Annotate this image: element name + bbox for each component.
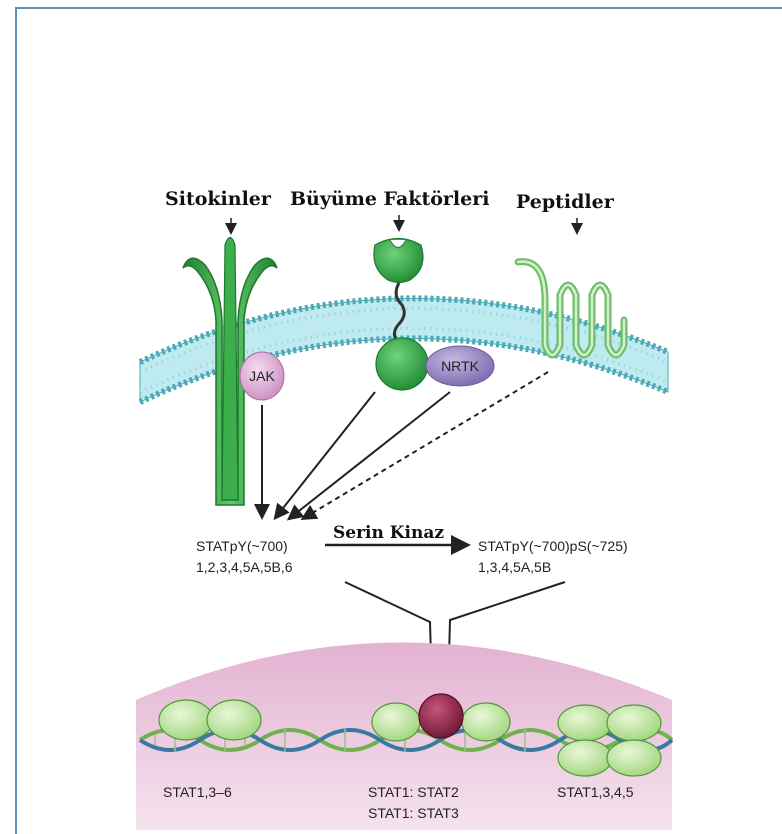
cytokines-label: Sitokinler xyxy=(165,188,272,210)
stat-tyrosine-line1: STATpY(~700) xyxy=(196,538,288,554)
stat-serine-line2: 1,3,4,5A,5B xyxy=(478,559,551,575)
growth-factors-label: Büyüme Faktörleri xyxy=(290,188,489,210)
jak-kinase: JAK xyxy=(240,352,284,400)
activation-arrows xyxy=(262,372,548,518)
nucleus-right-label: STAT1,3,4,5 xyxy=(557,784,634,800)
stat-tyrosine-line2: 1,2,3,4,5A,5B,6 xyxy=(196,559,293,575)
nucleus-center-label-2: STAT1: STAT3 xyxy=(368,805,459,821)
nucleus-left-label: STAT1,3–6 xyxy=(163,784,232,800)
nucleus-center-label-1: STAT1: STAT2 xyxy=(368,784,459,800)
peptides-label: Peptidler xyxy=(516,191,615,213)
serine-kinase-label: Serin Kinaz xyxy=(333,523,444,543)
nrtk-kinase: NRTK xyxy=(426,346,494,386)
nrtk-label: NRTK xyxy=(441,358,480,374)
ligand-arrows xyxy=(231,215,577,232)
jak-label: JAK xyxy=(249,368,275,384)
stat-serine-line1: STATpY(~700)pS(~725) xyxy=(478,538,628,554)
